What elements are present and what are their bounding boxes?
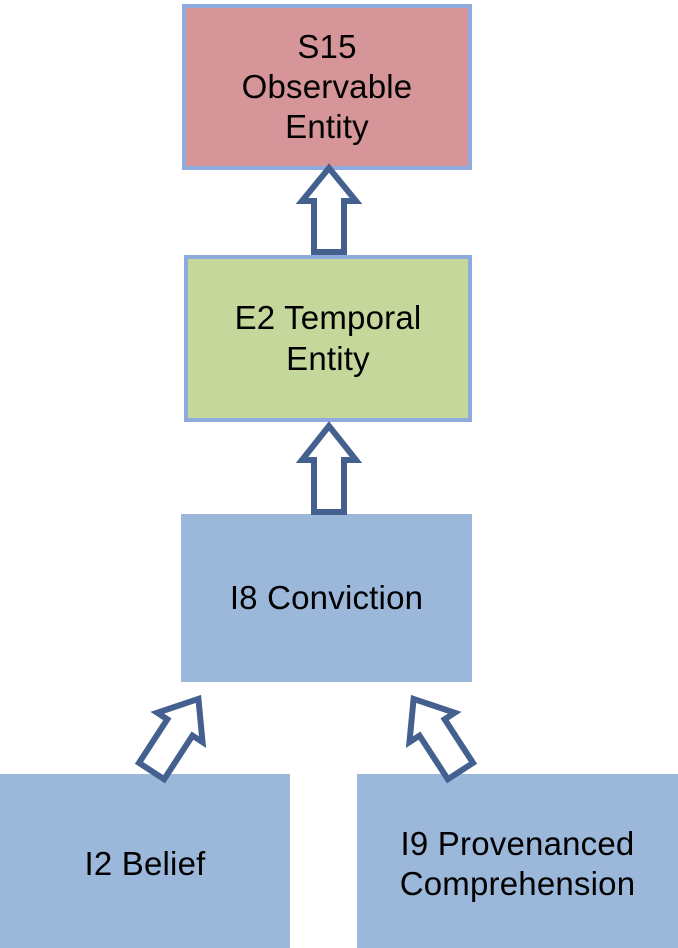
node-i2-belief[interactable]: I2 Belief [0,774,290,948]
node-i8-label: I8 Conviction [229,578,424,616]
node-i8-conviction[interactable]: I8 Conviction [181,514,472,682]
node-e2-label: E2 Temporal Entity [234,299,422,377]
edge-e2-to-s15-hit[interactable] [296,166,362,262]
edge-i9-to-i8-hit[interactable] [382,680,492,788]
node-s15-label: S15 Observable Entity [241,27,413,146]
node-i9-label: I9 Provenanced Comprehension [399,824,636,902]
node-i9-provenanced-comprehension[interactable]: I9 Provenanced Comprehension [357,774,678,948]
edge-i8-to-e2-hit[interactable] [296,418,362,520]
node-i2-label: I2 Belief [84,844,206,882]
node-s15-observable-entity[interactable]: S15 Observable Entity [182,4,472,170]
node-e2-temporal-entity[interactable]: E2 Temporal Entity [184,255,472,422]
edge-i2-to-i8-hit[interactable] [120,680,230,788]
